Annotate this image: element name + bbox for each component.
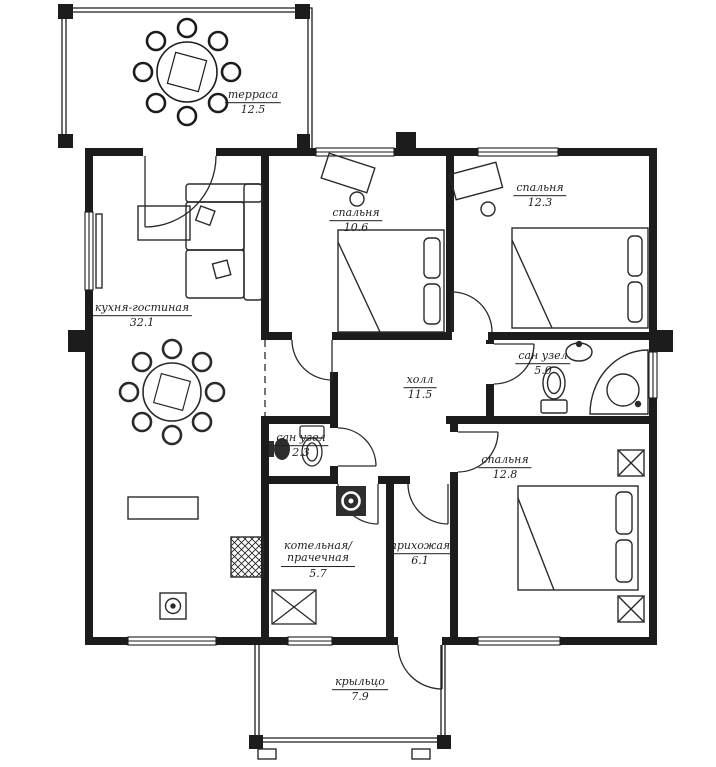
room-label-hall: холл 11.5 bbox=[403, 373, 437, 402]
bathroom-23-fixtures bbox=[269, 425, 325, 467]
pillow bbox=[615, 539, 633, 583]
windows bbox=[84, 147, 658, 646]
bedroom-128-furniture bbox=[517, 449, 645, 623]
bedroom-123-furniture bbox=[448, 161, 649, 329]
sofa-pillow bbox=[194, 205, 216, 227]
door-bedroom-123 bbox=[451, 291, 493, 333]
nightstand-bottom bbox=[617, 595, 645, 623]
porch-outline bbox=[254, 645, 446, 760]
bed-123 bbox=[511, 227, 649, 329]
coffee-table bbox=[137, 205, 191, 241]
window-bath bbox=[648, 351, 658, 399]
living-dining-table bbox=[118, 338, 226, 446]
desk-chair bbox=[480, 201, 496, 217]
door-entry-hall bbox=[407, 483, 449, 525]
pillow bbox=[423, 283, 441, 325]
storage-rack bbox=[271, 589, 317, 625]
corner-sofa bbox=[185, 183, 263, 301]
pilaster-left bbox=[68, 330, 85, 352]
blanket-fold bbox=[511, 239, 553, 329]
bedroom-106-furniture bbox=[320, 152, 445, 333]
pilaster-top bbox=[396, 132, 416, 148]
room-label-bedroom-123: спальня 12.3 bbox=[513, 181, 567, 210]
window-boiler bbox=[287, 636, 333, 646]
window-living-left bbox=[84, 211, 94, 291]
window-bedroom-106 bbox=[315, 147, 395, 157]
pillow bbox=[627, 235, 643, 277]
washing-machine bbox=[336, 486, 366, 516]
door-front bbox=[397, 644, 443, 690]
pillow bbox=[615, 491, 633, 535]
room-label-bath-50: сан узел 5.0 bbox=[515, 349, 571, 378]
chimney-hatched bbox=[230, 536, 264, 578]
room-label-bath-23: сан узел 2.3 bbox=[273, 431, 329, 460]
terrace-outline bbox=[61, 7, 313, 148]
door-bath-50 bbox=[493, 343, 535, 385]
room-label-boiler: котельная/ прачечная 5.7 bbox=[281, 539, 355, 580]
tv-console bbox=[95, 213, 103, 289]
sink-23 bbox=[269, 438, 290, 460]
doors bbox=[144, 155, 535, 690]
door-bedroom-128 bbox=[457, 431, 499, 473]
interior-walls bbox=[261, 156, 657, 637]
desk-chair bbox=[349, 191, 365, 207]
exterior-walls bbox=[68, 132, 673, 645]
blanket-fold bbox=[337, 241, 381, 333]
corner-bathtub bbox=[589, 349, 649, 415]
room-label-entry: прихожая 6.1 bbox=[386, 539, 454, 568]
porch-posts bbox=[249, 735, 451, 749]
room-label-porch: крыльцо 7.9 bbox=[332, 675, 388, 704]
door-bath-23 bbox=[337, 427, 377, 467]
toilet-23 bbox=[299, 425, 325, 467]
pilaster-right bbox=[657, 330, 673, 352]
living-room-furniture bbox=[95, 183, 264, 620]
bathroom-50-fixtures bbox=[540, 340, 649, 415]
room-label-kitchen-living: кухня-гостиная 32.1 bbox=[91, 301, 193, 330]
toilet-50 bbox=[540, 366, 568, 414]
room-label-bedroom-128: спальня 12.8 bbox=[478, 453, 532, 482]
bed-106 bbox=[337, 229, 445, 333]
door-terrace bbox=[144, 155, 217, 228]
porch-step-left bbox=[257, 748, 277, 760]
window-bedroom-128 bbox=[477, 636, 561, 646]
porch-step-right bbox=[411, 748, 431, 760]
window-living bbox=[127, 636, 217, 646]
room-label-terrace: терраса 12.5 bbox=[224, 88, 282, 117]
pillow bbox=[423, 237, 441, 279]
nightstand-top bbox=[617, 449, 645, 477]
kitchen-island bbox=[127, 496, 199, 520]
boiler-furniture bbox=[271, 486, 366, 625]
window-bedroom-123 bbox=[477, 147, 559, 157]
room-label-bedroom-106: спальня 10.6 bbox=[329, 206, 383, 235]
desk-106 bbox=[320, 152, 376, 194]
kitchen-sink bbox=[159, 592, 187, 620]
sink-50 bbox=[565, 340, 593, 362]
bed-128 bbox=[517, 485, 639, 591]
blanket-fold bbox=[517, 497, 555, 591]
terrace-posts bbox=[58, 4, 310, 148]
living-dining-chairs bbox=[118, 338, 226, 446]
desk-123 bbox=[448, 161, 504, 201]
door-bedroom-106 bbox=[291, 339, 333, 381]
pillow bbox=[627, 281, 643, 323]
sofa-pillow bbox=[211, 259, 232, 280]
